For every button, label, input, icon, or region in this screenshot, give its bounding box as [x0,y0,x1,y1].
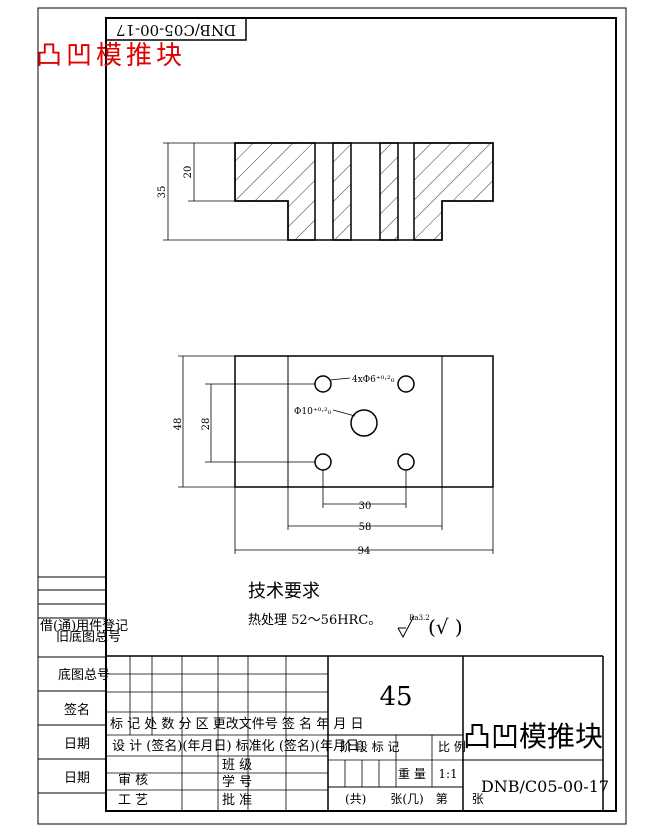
sheet-outer-border [37,7,627,825]
left-column-table [38,576,106,794]
date-label-1: 日期 [64,737,90,752]
roughness-value: Ra3.2 [409,614,430,622]
notes-heading: 技术要求 [248,581,320,602]
student-no-label: 学 号 [222,774,252,790]
dim-plan-hole-spacing-x: 30 [359,501,372,512]
scale-label: 比 例 [438,740,466,754]
dim-side-height-flange: 20 [183,166,194,179]
plan-hole [314,375,332,393]
dim-plan-total-width: 94 [358,546,371,557]
base-no-label: 底图总号 [58,667,110,683]
plan-view [178,355,494,554]
hole-callout: 4xΦ6⁺⁰·²₀ [352,375,395,385]
revision-row: 标 记 处 数 分 区 更改文件号 签 名 年 月 日 [110,716,363,732]
plan-hole [314,453,332,471]
stage-label: 阶 段 标 记 [340,739,399,754]
approve-label: 批 准 [222,793,252,808]
roughness-bracket: (√ ) [428,615,463,639]
roughness-symbol [397,615,415,639]
design-row: 设 计 (签名)(年月日) 标准化 (签名)(年月日) [112,738,364,754]
old-base-no-label: 旧底图总号 [56,629,121,645]
plan-hole [397,375,415,393]
dim-plan-hole-spacing-y: 28 [201,418,212,431]
signature-label: 签名 [64,702,90,718]
dim-plan-inner-width: 58 [359,522,372,533]
class-label: 班 级 [222,758,252,773]
title-block-grid [106,655,604,811]
review-label: 审 核 [118,773,148,788]
notes-heat-treatment: 热处理 52～56HRC。 [248,613,381,628]
plan-center-hole [350,409,378,437]
material-value: 45 [379,682,412,712]
red-part-title: 凸凹模推块 [36,41,186,71]
borrow-register-label: 借(通)用件登记 [40,619,128,634]
title-block-drawing-number: DNB/C05-00-17 [481,777,609,796]
mirrored-drawing-number: DNB/C05-00-17 [116,21,236,39]
plan-hole [397,453,415,471]
dim-side-height-total: 35 [157,186,168,199]
title-block-part-title: 凸凹模推块 [463,720,603,753]
side-view [163,142,494,241]
scale-value: 1:1 [438,767,457,781]
center-hole-callout: Φ10⁺⁰·²₀ [294,407,332,417]
process-label: 工 艺 [118,793,148,808]
sheets-label: (共) 张(几) 第 张 [345,792,484,806]
sheet-inner-frame [105,17,617,812]
dim-plan-height: 48 [173,418,184,431]
weight-label: 重 量 [398,767,426,781]
mirrored-code-box [105,17,247,41]
date-label-2: 日期 [64,771,90,786]
